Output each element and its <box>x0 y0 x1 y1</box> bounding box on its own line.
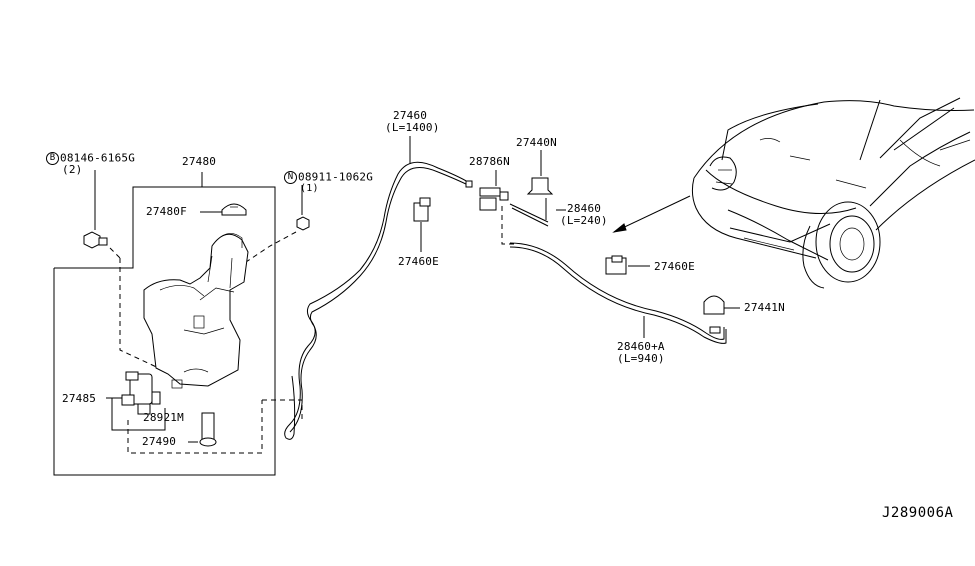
washer-tank <box>143 233 249 389</box>
seal-label: 28921M <box>143 411 184 424</box>
bolt-qty: (2) <box>62 163 83 176</box>
nozzle-part-2 <box>703 295 740 315</box>
nut-qty: (1) <box>300 183 319 194</box>
pump-label: 27485 <box>62 392 97 405</box>
tank-assembly-frame <box>53 172 276 476</box>
clip-part-b <box>605 255 650 275</box>
main-hose <box>284 136 473 440</box>
clip-part-a <box>413 197 431 252</box>
connector-label: 28786N <box>469 155 510 168</box>
main-hose-length: (L=1400) <box>385 121 440 134</box>
nozzle-2-label: 27441N <box>744 301 785 314</box>
clip-b-label: 27460E <box>654 260 695 273</box>
filter-label: 27490 <box>142 435 177 448</box>
vehicle-outline <box>612 97 975 289</box>
tank-assembly-label: 27480 <box>182 155 217 168</box>
long-hose-label: 28460+A <box>617 340 665 353</box>
nut-part <box>245 185 310 263</box>
main-hose-label: 27460 <box>393 109 428 122</box>
nozzle-label: 27440N <box>516 136 557 149</box>
filter-part <box>127 399 303 454</box>
nut-marker: N <box>284 171 297 184</box>
nut-number: 08911-1062G <box>298 170 374 184</box>
cap-part <box>200 203 247 216</box>
short-hose-label: 28460 <box>567 202 602 215</box>
clip-a-label: 27460E <box>398 255 439 268</box>
pump-part <box>106 371 166 431</box>
cap-label: 27480F <box>146 205 187 218</box>
short-hose-length: (L=240) <box>560 214 608 227</box>
bolt-number: 08146-6165G <box>60 151 136 165</box>
nozzle-part <box>526 150 566 220</box>
connector-part <box>479 170 549 227</box>
link-dashes <box>501 206 516 245</box>
long-hose <box>509 242 727 344</box>
diagram-code: J289006A <box>882 505 954 521</box>
long-hose-length: (L=940) <box>617 352 665 365</box>
bolt-marker: B <box>46 152 59 165</box>
